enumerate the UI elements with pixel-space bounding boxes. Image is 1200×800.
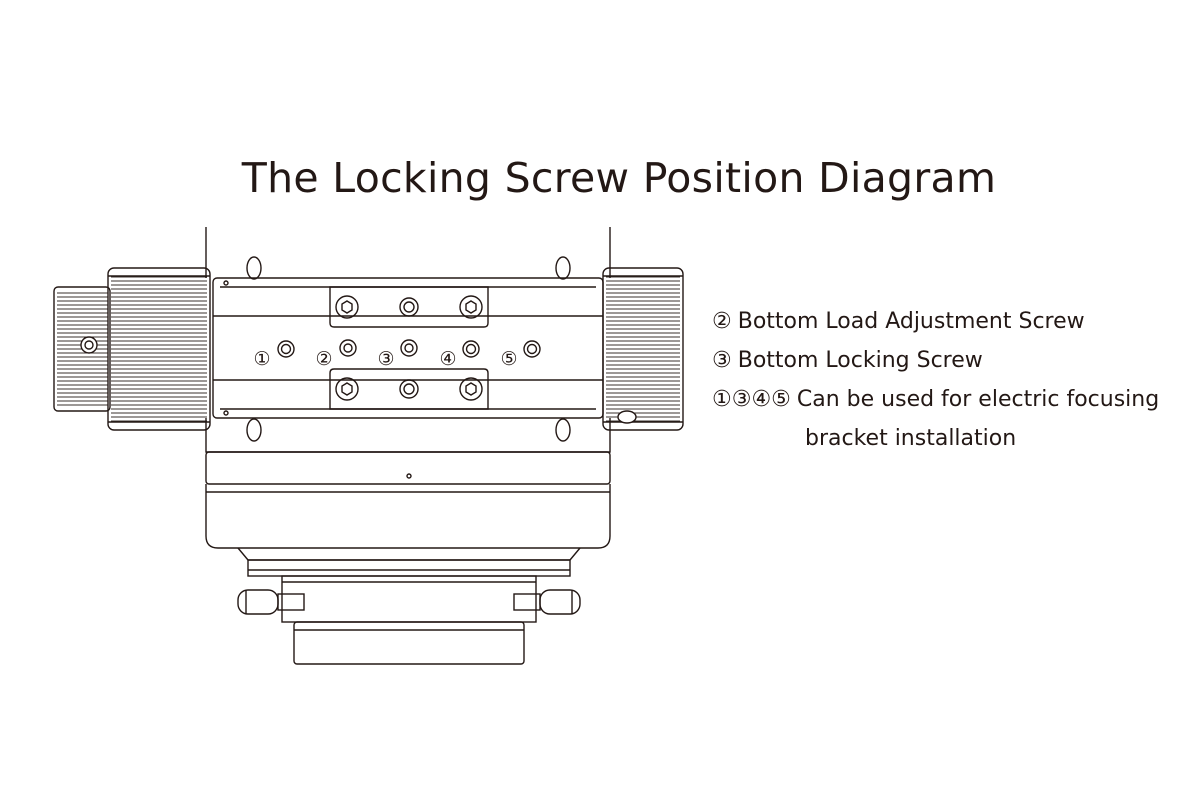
legend-mark-3: ③ [712,348,732,373]
legend-mark-other: ①③④⑤ [712,387,791,412]
callout-1: ① [253,348,270,370]
legend-mark-2: ② [712,309,732,334]
legend-text-other-continuation: bracket installation [805,426,1017,451]
legend-text-3: Bottom Locking Screw [737,348,983,373]
callout-3: ③ [377,348,394,370]
diagram-title: The Locking Screw Position Diagram [241,154,997,202]
legend-text-other: Can be used for electric focusing [796,387,1160,412]
callout-5: ⑤ [500,348,517,370]
legend-text-2: Bottom Load Adjustment Screw [737,309,1085,334]
callout-2: ② [315,348,332,370]
callout-4: ④ [439,348,456,370]
focuser-drawing: ① ② ③ ④ ⑤ [53,227,684,665]
